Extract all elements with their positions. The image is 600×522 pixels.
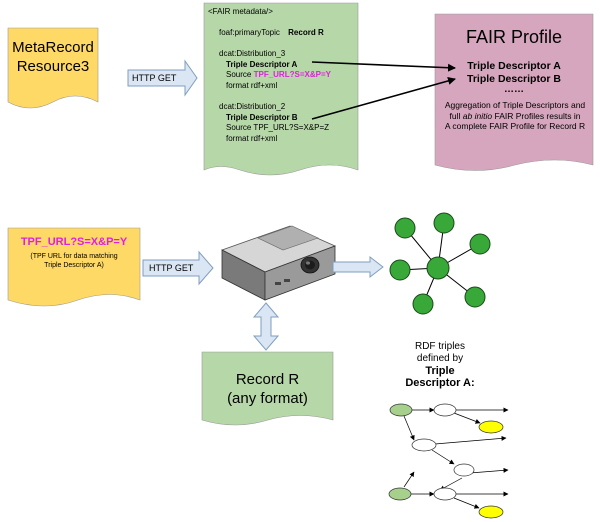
distribution-3-source: Source TPF_URL?S=X&P=Y — [219, 70, 331, 81]
tpf-document-shape — [7, 227, 141, 307]
td-b-link-arrow — [311, 77, 456, 120]
fair-profile-title: FAIR Profile — [465, 27, 563, 47]
distribution-3-source-url: TPF_URL?S=X&P=Y — [253, 70, 331, 79]
http-get-top-label: HTTP GET — [132, 73, 177, 83]
profile-ellipsis: …… — [504, 84, 524, 95]
tpf-url-label: TPF_URL?S=X&P=Y — [20, 236, 128, 248]
profile-triple-descriptor-a: Triple Descriptor A — [467, 60, 561, 72]
rdf-node — [433, 487, 457, 501]
distribution-2-title: dcat:Distribution_2 — [219, 102, 286, 111]
profile-desc-line3: A complete FAIR Profile for Record R — [444, 121, 586, 131]
distribution-2-block: dcat:Distribution_2 Triple Descriptor B … — [219, 102, 329, 144]
http-get-top-arrow — [127, 59, 198, 97]
metarecord-line1: MetaRecord — [12, 39, 94, 56]
graph-node-center — [426, 256, 450, 280]
distribution-3-title: dcat:Distribution_3 — [219, 49, 286, 58]
distribution-3-triple-descriptor: Triple Descriptor A — [226, 59, 298, 69]
td-a-link-arrow — [311, 61, 456, 72]
graph-node — [389, 259, 411, 281]
graph-node — [394, 217, 416, 239]
graph-node — [464, 286, 486, 308]
profile-desc-line2-em: ab initio — [462, 110, 493, 121]
rdf-node — [433, 403, 457, 417]
distribution-3-format: format rdf+xml — [226, 80, 278, 90]
rdf-node-subject-1 — [389, 403, 413, 417]
primary-topic-value: Record R — [288, 28, 324, 37]
graph-node — [469, 233, 491, 255]
profile-desc-line2: full ab initio FAIR Profiles results in — [437, 111, 593, 122]
distribution-2-format: format rdf+xml — [226, 133, 278, 143]
metarecord-document-shape — [7, 27, 99, 109]
profile-description: Aggregation of Triple Descriptors and fu… — [437, 100, 593, 132]
rdf-caption: RDF triples defined by Triple Descriptor… — [395, 341, 485, 389]
primary-topic-row: foaf:primaryTopic Record R — [219, 28, 324, 39]
fair-metadata-header: <FAIR metadata/> — [208, 7, 273, 16]
metarecord-line2: Resource3 — [16, 58, 90, 75]
rdf-node — [453, 463, 475, 477]
graph-node — [433, 212, 455, 234]
rdf-node — [411, 438, 437, 452]
distribution-2-triple-descriptor: Triple Descriptor B — [226, 112, 298, 122]
record-r-document-shape — [201, 351, 334, 426]
profile-triple-descriptor-b: Triple Descriptor B — [467, 73, 561, 85]
distribution-3-block: dcat:Distribution_3 Triple Descriptor A … — [219, 49, 331, 91]
tpf-note-line2: Triple Descriptor A) — [44, 262, 104, 269]
http-get-bottom-label: HTTP GET — [149, 263, 194, 273]
profile-desc-line2-pre: full — [449, 110, 461, 121]
metarecord-label: MetaRecord Resource3 — [8, 38, 98, 76]
rdf-caption-line4: Descriptor A: — [405, 377, 475, 389]
rdf-tree-nodes — [388, 403, 504, 519]
output-arrow — [332, 255, 384, 279]
distribution-3-source-label: Source — [226, 70, 252, 79]
star-graph — [389, 212, 491, 315]
record-r-label: Record R (any format) — [202, 370, 333, 408]
rdf-node-subject-2 — [388, 487, 412, 501]
distribution-2-source: Source TPF_URL?S=X&P=Z — [226, 123, 330, 132]
rdf-node-yellow — [478, 505, 504, 519]
profile-desc-line1: Aggregation of Triple Descriptors and — [444, 100, 586, 110]
tpf-note-line1: (TPF URL for data matching — [30, 253, 118, 260]
record-r-line1: Record R — [235, 371, 300, 388]
graph-node — [412, 293, 434, 315]
record-r-line2: (any format) — [227, 390, 308, 407]
fair-profile-document-shape — [434, 13, 594, 171]
rdf-node-yellow — [478, 420, 504, 434]
vertical-double-arrow — [252, 302, 280, 351]
http-get-bottom-arrow — [142, 250, 214, 286]
rdf-caption-line2: defined by — [416, 353, 464, 364]
profile-desc-line2-post: FAIR Profiles results in — [494, 110, 581, 121]
rdf-caption-line3: Triple — [425, 365, 455, 377]
projector-server-icon — [220, 225, 337, 301]
rdf-caption-line1: RDF triples — [414, 341, 465, 352]
primary-topic-key: foaf:primaryTopic — [219, 28, 280, 37]
fair-metadata-document-shape — [203, 2, 359, 176]
tpf-note: (TPF URL for data matching Triple Descri… — [8, 252, 140, 270]
